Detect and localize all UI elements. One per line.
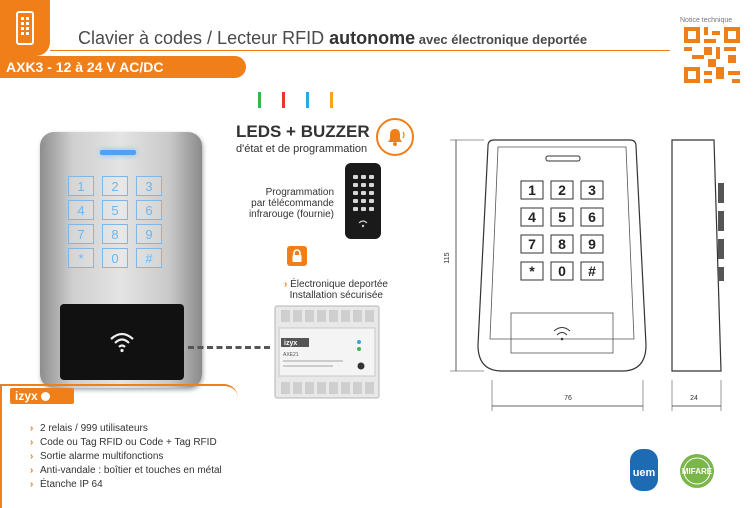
led-red <box>282 92 285 108</box>
svg-text:4: 4 <box>528 209 536 225</box>
page-title: Clavier à codes / Lecteur RFID autonome … <box>78 28 588 48</box>
photo-key: 9 <box>136 224 162 244</box>
svg-text:1: 1 <box>528 182 536 198</box>
leds-subtitle: d'état et de programmation <box>236 143 368 155</box>
chevron-right-icon: › <box>30 451 34 462</box>
feature-item: ›Anti-vandale : boîtier et touches en mé… <box>30 465 222 476</box>
svg-text:115: 115 <box>444 252 451 263</box>
keypad-logo-icon <box>0 0 50 56</box>
status-led-bar <box>100 150 136 155</box>
photo-key: 7 <box>68 224 94 244</box>
photo-key: 0 <box>102 248 128 268</box>
drawing-key: # <box>580 261 604 281</box>
photo-key: * <box>68 248 94 268</box>
feature-item: ›Sortie alarme multifonctions <box>30 451 164 462</box>
rfid-reader-zone <box>60 304 184 380</box>
qr-code-icon[interactable] <box>684 27 740 83</box>
svg-text:AXE21: AXE21 <box>283 352 299 358</box>
chevron-right-icon: › <box>30 437 34 448</box>
electronic-label: › Électronique deportée Installation séc… <box>284 279 388 301</box>
technical-drawing: 1 2 3 4 5 6 7 8 9 * 0 # 115 76 24 <box>444 139 724 411</box>
svg-text:3: 3 <box>588 182 596 198</box>
svg-text:24: 24 <box>690 395 698 402</box>
drawing-key: 8 <box>550 234 574 254</box>
izyx-logo: izyx <box>10 388 74 404</box>
header-rule <box>50 50 670 51</box>
feature-list: ›2 relais / 999 utilisateurs ›Code ou Tag… <box>30 422 222 492</box>
svg-text:76: 76 <box>564 395 572 402</box>
svg-text:7: 7 <box>528 236 536 252</box>
photo-key: 4 <box>68 200 94 220</box>
svg-text:*: * <box>529 263 535 279</box>
chevron-right-icon: › <box>30 479 34 490</box>
svg-text:2: 2 <box>558 182 566 198</box>
svg-text:uem: uem <box>633 467 656 479</box>
leds-title: LEDS + BUZZER <box>236 122 370 141</box>
svg-text:9: 9 <box>588 236 596 252</box>
svg-text:6: 6 <box>588 209 596 225</box>
drawing-key: 5 <box>550 207 574 227</box>
svg-text:8: 8 <box>558 236 566 252</box>
drawing-key: 3 <box>580 180 604 200</box>
din-rail-module-image: izyx AXE21 <box>274 305 380 399</box>
notice-label: Notice technique <box>680 17 733 24</box>
contactless-icon <box>110 332 134 353</box>
drawing-key: 1 <box>520 180 544 200</box>
svg-text:0: 0 <box>558 263 566 279</box>
drawing-key: * <box>520 261 544 281</box>
photo-key: 1 <box>68 176 94 196</box>
feature-item: ›Code ou Tag RFID ou Code + Tag RFID <box>30 437 217 448</box>
chevron-right-icon: › <box>30 465 34 476</box>
lock-icon <box>287 246 307 266</box>
drawing-key: 4 <box>520 207 544 227</box>
photo-key: 6 <box>136 200 162 220</box>
photo-key: # <box>136 248 162 268</box>
bell-icon <box>376 118 414 156</box>
feature-item: ›2 relais / 999 utilisateurs <box>30 423 148 434</box>
led-yellow <box>330 92 333 108</box>
svg-text:5: 5 <box>558 209 566 225</box>
photo-key: 8 <box>102 224 128 244</box>
remote-control-image <box>345 163 381 239</box>
connection-line <box>188 346 270 349</box>
svg-text:#: # <box>588 263 596 279</box>
drawing-key: 0 <box>550 261 574 281</box>
led-green <box>258 92 261 108</box>
drawing-key: 9 <box>580 234 604 254</box>
photo-key: 2 <box>102 176 128 196</box>
drawing-key: 2 <box>550 180 574 200</box>
drawing-key: 6 <box>580 207 604 227</box>
photo-key: 5 <box>102 200 128 220</box>
uem-logo: uem <box>630 449 658 491</box>
svg-text:MIFARE: MIFARE <box>682 467 713 476</box>
model-band: AXK3 - 12 à 24 V AC/DC <box>0 56 246 78</box>
svg-text:izyx: izyx <box>284 340 297 347</box>
features-panel <box>0 384 238 508</box>
drawing-key: 7 <box>520 234 544 254</box>
chevron-right-icon: › <box>30 423 34 434</box>
feature-item: ›Étanche IP 64 <box>30 479 103 490</box>
remote-label: Programmation par télécommande infraroug… <box>248 187 334 220</box>
mifare-logo: MIFARE <box>680 454 714 488</box>
photo-key: 3 <box>136 176 162 196</box>
led-blue <box>306 92 309 108</box>
